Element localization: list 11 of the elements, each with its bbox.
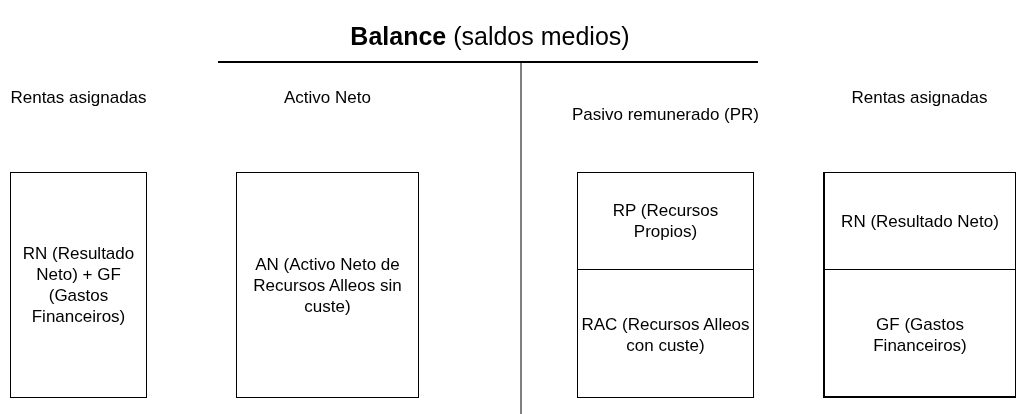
column-heading: Rentas asignadas: [10, 88, 147, 108]
account-section: RAC (Recursos Alleos con custe): [578, 269, 753, 399]
column-heading: Activo Neto: [283, 88, 372, 108]
account-box: RN (Resultado Neto) + GF (Gastos Financeiros): [10, 172, 147, 398]
diagram-title: Balance (saldos medios): [349, 22, 631, 51]
account-box: AN (Activo Neto de Recursos Alleos sin custe): [236, 172, 419, 398]
account-section: GF (Gastos Financeiros): [825, 269, 1015, 399]
column-heading: Rentas asignadas: [850, 88, 989, 108]
account-section: RN (Resultado Neto): [825, 173, 1015, 269]
account-section: RP (Recursos Propios): [578, 173, 753, 269]
column-heading: Pasivo remunerado (PR): [570, 105, 761, 125]
